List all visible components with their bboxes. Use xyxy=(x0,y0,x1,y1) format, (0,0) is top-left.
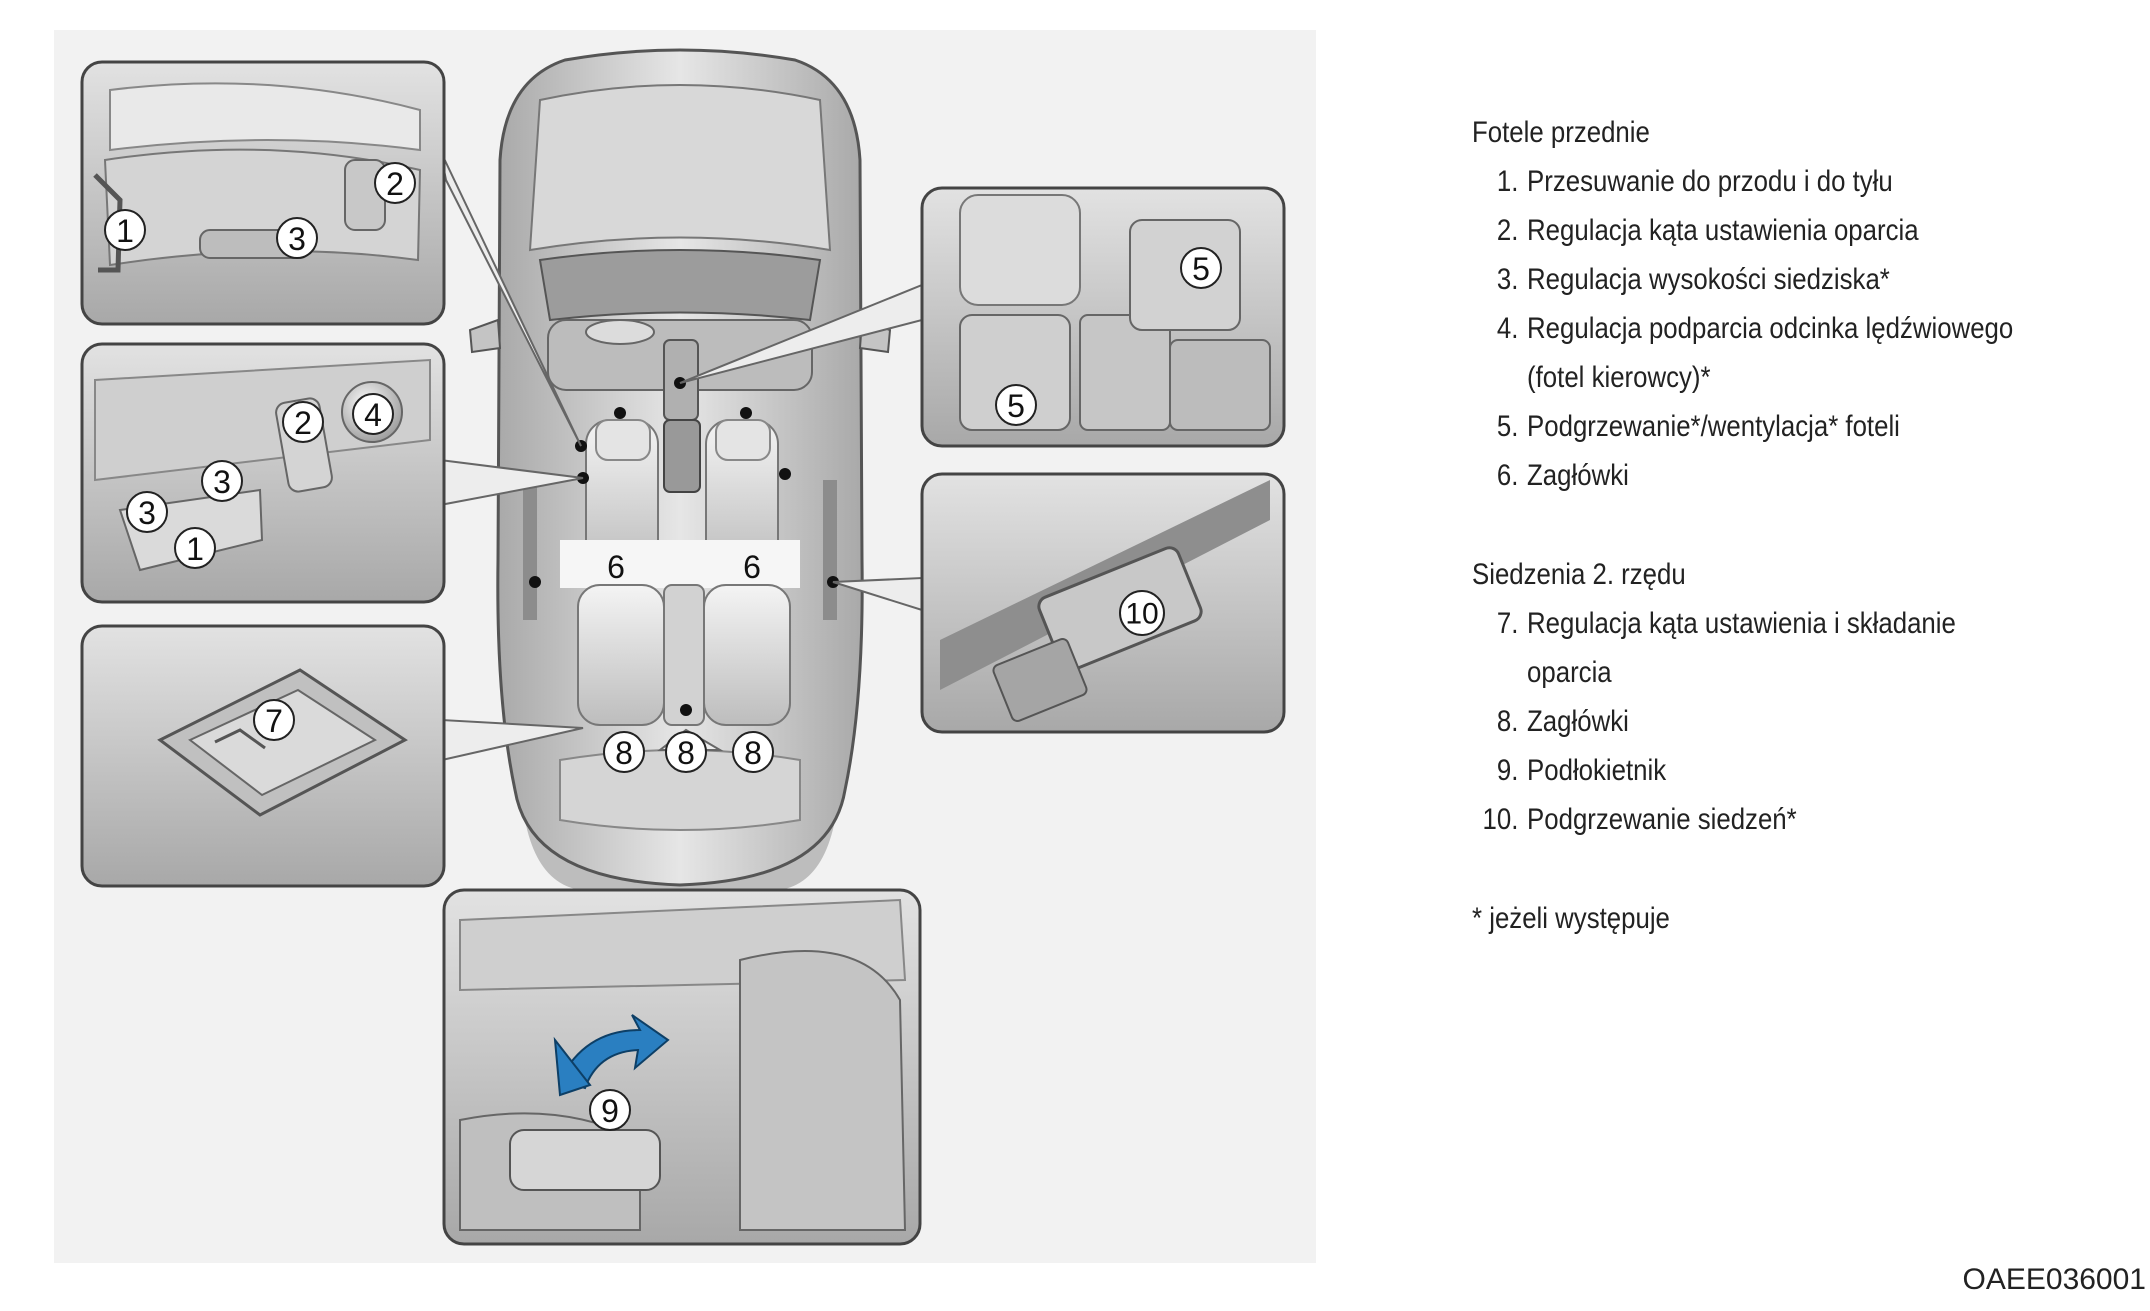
rear-seats-list: 7.Regulacja kąta ustawienia i składanie … xyxy=(1472,599,2040,844)
legend-item: 7.Regulacja kąta ustawienia i składanie … xyxy=(1496,607,1956,689)
inset-rear-heat-switch xyxy=(920,472,1286,734)
callout-console-5b: 5 xyxy=(1180,247,1222,289)
svg-text:3: 3 xyxy=(213,464,231,500)
rear-seats-title: Siedzenia 2. rzędu xyxy=(1472,558,1686,591)
legend-item: 5.Podgrzewanie*/wentylacja* foteli xyxy=(1496,410,1900,443)
inset-power-seat-switches xyxy=(80,342,446,604)
callout-door-2: 2 xyxy=(282,401,324,443)
inset-console-heat-switches xyxy=(920,186,1286,448)
svg-text:5: 5 xyxy=(1192,251,1210,287)
legend-item: 9.Podłokietnik xyxy=(1496,754,1667,787)
callout-rear-door-10: 10 xyxy=(1119,590,1165,636)
callout-headrest-6-left: 6 xyxy=(607,549,625,585)
inset-rear-fold-switch xyxy=(80,624,446,888)
callouts: 1 2 3 2 4 3 3 1 7 5 5 10 6 6 8 8 8 9 xyxy=(104,162,1222,1131)
callout-armrest-9: 9 xyxy=(589,1089,631,1131)
svg-text:3: 3 xyxy=(138,495,156,531)
svg-text:8: 8 xyxy=(677,735,695,771)
callout-headrest-8-center: 8 xyxy=(665,731,707,773)
inset-rear-armrest xyxy=(442,888,922,1246)
svg-text:9: 9 xyxy=(601,1093,619,1129)
legend: Fotele przednie 1.Przesuwanie do przodu … xyxy=(1472,108,2040,943)
legend-item: 4.Regulacja podparcia odcinka lędźwioweg… xyxy=(1496,312,2014,394)
svg-text:1: 1 xyxy=(116,213,134,249)
svg-text:5: 5 xyxy=(1007,388,1025,424)
legend-item: 3.Regulacja wysokości siedziska* xyxy=(1496,263,1890,296)
legend-item: 2.Regulacja kąta ustawienia oparcia xyxy=(1496,214,1919,247)
front-seats-list: 1.Przesuwanie do przodu i do tyłu 2.Regu… xyxy=(1472,157,2040,500)
callout-door-4: 4 xyxy=(352,393,394,435)
callout-rear-fold-7: 7 xyxy=(253,699,295,741)
svg-text:10: 10 xyxy=(1125,598,1158,631)
car-top-view xyxy=(468,48,892,890)
svg-text:6: 6 xyxy=(743,549,761,585)
footnote: * jeżeli występuje xyxy=(1472,902,1670,935)
svg-text:2: 2 xyxy=(386,166,404,202)
legend-item: 10.Podgrzewanie siedzeń* xyxy=(1482,803,1797,836)
svg-text:6: 6 xyxy=(607,549,625,585)
fold-arrow-icon xyxy=(558,1014,670,1090)
svg-text:8: 8 xyxy=(615,735,633,771)
front-seats-title: Fotele przednie xyxy=(1472,116,1650,149)
callout-headrest-8-right: 8 xyxy=(732,731,774,773)
callout-door-3a: 3 xyxy=(201,460,243,502)
legend-item: 6.Zagłówki xyxy=(1496,459,1629,492)
figure-code: OAEE036001 xyxy=(1962,1263,2146,1296)
callout-console-5a: 5 xyxy=(995,384,1037,426)
svg-text:4: 4 xyxy=(364,397,382,433)
callout-front-seat-3: 3 xyxy=(276,217,318,259)
legend-item: 1.Przesuwanie do przodu i do tyłu xyxy=(1496,165,1893,198)
svg-text:3: 3 xyxy=(288,221,306,257)
svg-text:8: 8 xyxy=(744,735,762,771)
svg-text:7: 7 xyxy=(265,703,283,739)
callout-door-3b: 3 xyxy=(126,491,168,533)
callout-front-seat-2: 2 xyxy=(374,162,416,204)
legend-item: 8.Zagłówki xyxy=(1496,705,1629,738)
callout-front-seat-1: 1 xyxy=(104,209,146,251)
callout-headrest-8-left: 8 xyxy=(603,731,645,773)
inset-front-seat-controls xyxy=(80,60,446,326)
svg-text:2: 2 xyxy=(294,405,312,441)
callout-headrest-6-right: 6 xyxy=(743,549,761,585)
pointer-wedges xyxy=(439,149,923,762)
callout-door-1: 1 xyxy=(174,527,216,569)
svg-text:1: 1 xyxy=(186,531,204,567)
